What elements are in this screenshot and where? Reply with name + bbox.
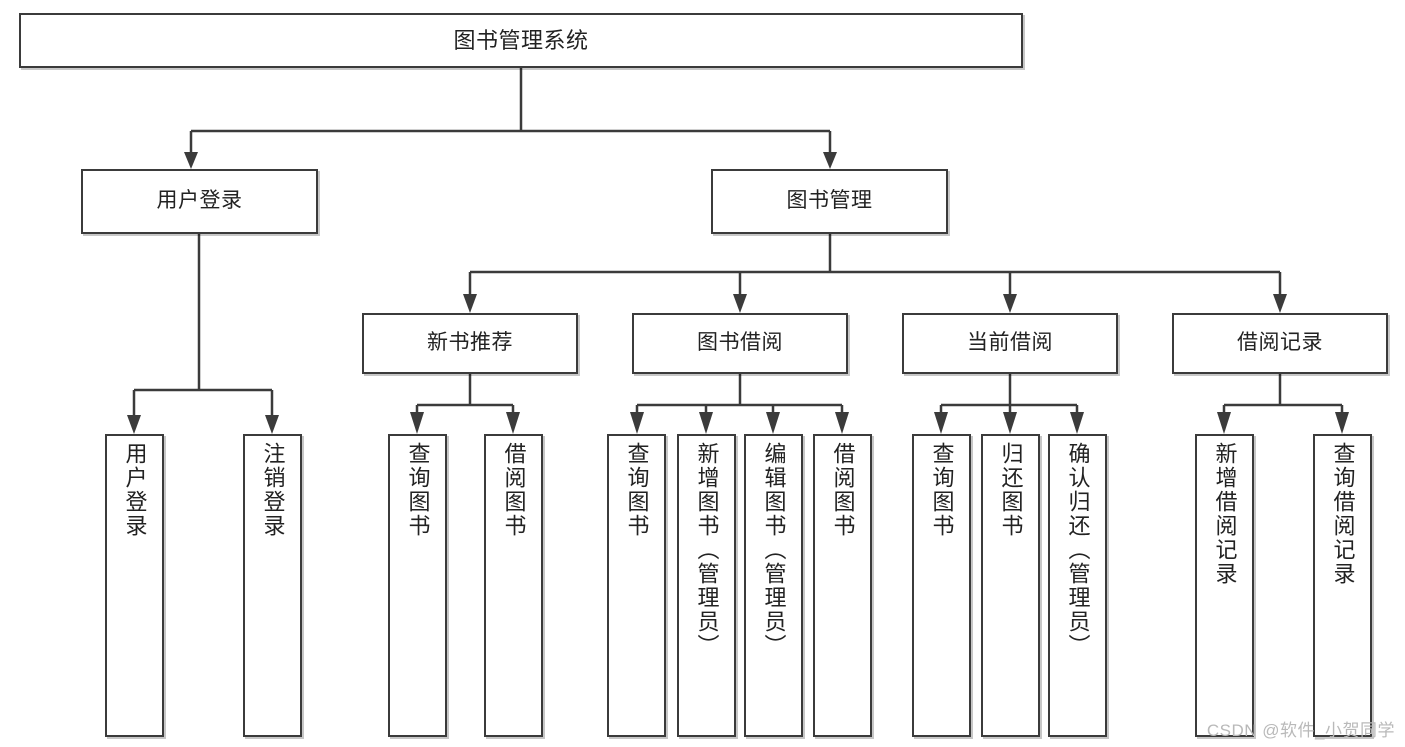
leaf-edit-book[interactable]: 编辑图书（管理员） [744, 434, 803, 737]
node-label: 图书管理 [786, 189, 873, 213]
node-borrow-record[interactable]: 借阅记录 [1172, 313, 1388, 374]
node-label: 归还图书 [998, 442, 1024, 538]
leaf-borrow-book-1[interactable]: 借阅图书 [484, 434, 543, 737]
node-label: 查询图书 [624, 442, 650, 538]
leaf-borrow-book-2[interactable]: 借阅图书 [813, 434, 872, 737]
leaf-return-book[interactable]: 归还图书 [981, 434, 1040, 737]
leaf-query-record[interactable]: 查询借阅记录 [1313, 434, 1372, 737]
leaf-query-book-2[interactable]: 查询图书 [607, 434, 666, 737]
node-book-management[interactable]: 图书管理 [711, 169, 948, 234]
node-label: 查询图书 [929, 442, 955, 538]
leaf-add-record[interactable]: 新增借阅记录 [1195, 434, 1254, 737]
leaf-logout-login[interactable]: 注销登录 [243, 434, 302, 737]
leaf-confirm-return[interactable]: 确认归还（管理员） [1048, 434, 1107, 737]
leaf-add-book[interactable]: 新增图书（管理员） [677, 434, 736, 737]
node-new-book-recommend[interactable]: 新书推荐 [362, 313, 578, 374]
node-label: 借阅图书 [501, 442, 527, 538]
leaf-user-login[interactable]: 用户登录 [105, 434, 164, 737]
leaf-query-book-1[interactable]: 查询图书 [388, 434, 447, 737]
node-label: 用户登录 [122, 442, 148, 538]
node-label: 用户登录 [156, 189, 243, 213]
node-label: 查询图书 [405, 442, 431, 538]
node-label: 查询借阅记录 [1330, 442, 1356, 586]
node-label: 注销登录 [260, 442, 286, 538]
node-label: 当前借阅 [967, 331, 1053, 355]
node-label: 图书管理系统 [453, 27, 589, 53]
node-user-login[interactable]: 用户登录 [81, 169, 318, 234]
node-book-borrow[interactable]: 图书借阅 [632, 313, 848, 374]
node-label: 借阅图书 [830, 442, 856, 538]
node-current-borrow[interactable]: 当前借阅 [902, 313, 1118, 374]
node-root-system[interactable]: 图书管理系统 [19, 13, 1023, 68]
node-label: 借阅记录 [1237, 331, 1323, 355]
node-label: 确认归还（管理员） [1065, 442, 1091, 658]
node-label: 新书推荐 [427, 331, 513, 355]
node-label: 新增借阅记录 [1212, 442, 1238, 586]
node-label: 图书借阅 [697, 331, 783, 355]
watermark-text: CSDN @软件_小贺同学 [1206, 721, 1395, 740]
leaf-query-book-3[interactable]: 查询图书 [912, 434, 971, 737]
node-label: 新增图书（管理员） [694, 442, 720, 658]
node-label: 编辑图书（管理员） [761, 442, 787, 658]
